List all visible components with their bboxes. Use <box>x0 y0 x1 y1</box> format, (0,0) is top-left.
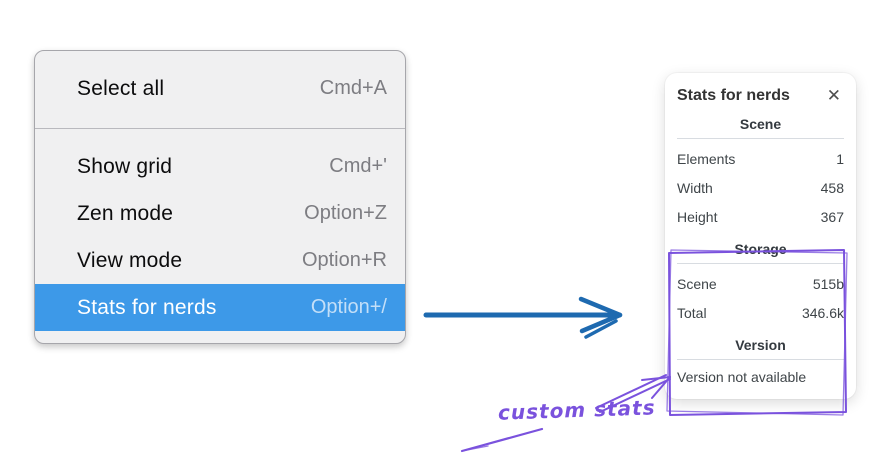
stat-value: 367 <box>820 208 844 225</box>
annotation-label: custom stats <box>497 395 656 425</box>
menu-item-label: Select all <box>77 76 165 100</box>
section-divider <box>677 359 844 360</box>
menu-item-show-grid[interactable]: Show grid Cmd+' <box>35 143 405 190</box>
arrow-right-icon <box>423 296 623 339</box>
menu-item-shortcut: Cmd+' <box>329 155 387 177</box>
stat-row-scene-size: Scene 515b <box>677 269 844 298</box>
menu-item-shortcut: Option+Z <box>304 202 387 224</box>
menu-item-zen-mode[interactable]: Zen mode Option+Z <box>35 190 405 237</box>
stats-panel-title: Stats for nerds <box>677 86 790 104</box>
section-heading: Version <box>735 337 786 353</box>
stat-value: 1 <box>836 150 844 167</box>
section-heading: Storage <box>734 241 787 257</box>
menu-item-label: Stats for nerds <box>77 295 217 319</box>
stat-row-height: Height 367 <box>677 202 844 231</box>
menu-item-label: View mode <box>77 248 183 272</box>
context-menu: Select all Cmd+A Show grid Cmd+' Zen mod… <box>34 50 406 344</box>
stat-row-total-size: Total 346.6k <box>677 298 844 327</box>
menu-item-label: Zen mode <box>77 201 174 225</box>
annotation-underline-icon <box>460 427 544 453</box>
stat-value: 346.6k <box>801 304 844 321</box>
section-divider <box>677 263 844 264</box>
menu-item-label: Show grid <box>77 154 173 178</box>
menu-divider <box>35 128 405 129</box>
stats-section-scene: Scene Elements 1 Width 458 Height 367 <box>677 116 844 231</box>
section-divider <box>677 138 844 139</box>
menu-item-stats-for-nerds[interactable]: Stats for nerds Option+/ <box>35 284 405 331</box>
stat-label: Scene <box>677 275 717 292</box>
version-note: Version not available <box>677 369 807 385</box>
stats-section-version: Version Version not available <box>677 337 844 385</box>
stat-label: Elements <box>677 150 736 167</box>
stats-section-storage: Storage Scene 515b Total 346.6k <box>677 241 844 327</box>
menu-item-shortcut: Cmd+A <box>319 77 387 99</box>
stat-label: Width <box>677 179 713 196</box>
stats-panel-header: Stats for nerds ✕ <box>677 85 844 106</box>
menu-item-select-all[interactable]: Select all Cmd+A <box>35 65 405 112</box>
stat-row-elements: Elements 1 <box>677 144 844 173</box>
stat-value: 458 <box>820 179 844 196</box>
stat-label: Total <box>677 304 707 321</box>
stat-row-width: Width 458 <box>677 173 844 202</box>
menu-item-shortcut: Option+R <box>301 249 387 271</box>
menu-item-shortcut: Option+/ <box>310 296 387 318</box>
stats-panel: Stats for nerds ✕ Scene Elements 1 Width… <box>665 73 856 399</box>
stat-label: Height <box>677 208 718 225</box>
close-icon[interactable]: ✕ <box>826 86 841 105</box>
menu-item-view-mode[interactable]: View mode Option+R <box>35 237 405 284</box>
stat-value: 515b <box>812 275 844 292</box>
section-heading: Scene <box>739 116 782 132</box>
